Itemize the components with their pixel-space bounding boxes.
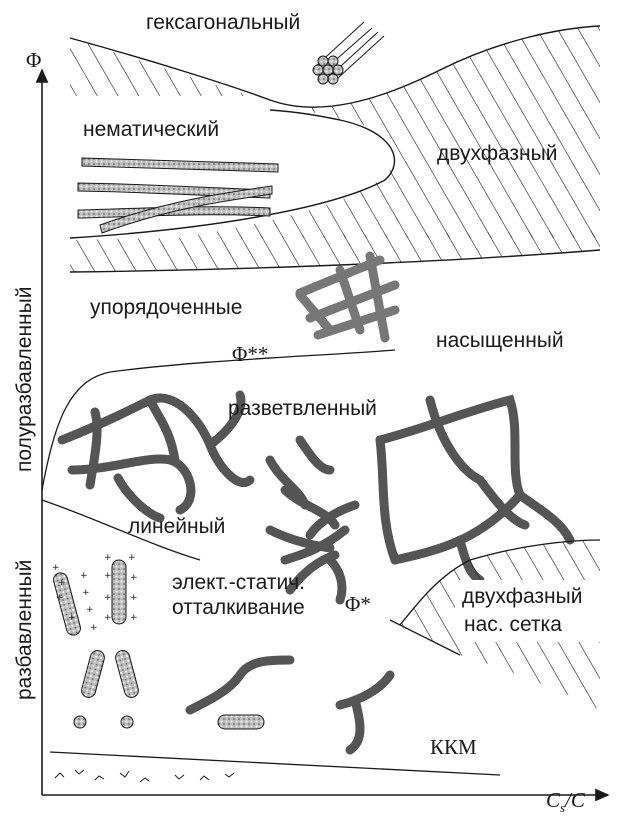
linear-label: линейный	[128, 516, 225, 537]
monomers-icon	[55, 770, 234, 782]
hexagonal-bundle-icon	[313, 22, 384, 84]
svg-text:+: +	[80, 571, 88, 581]
branched-label: разветвленный	[228, 398, 377, 419]
svg-text:+: +	[104, 593, 112, 603]
nematic-rods-icon	[78, 158, 278, 233]
svg-text:+: +	[68, 613, 76, 623]
svg-text:+: +	[104, 613, 112, 623]
hex-boundary-hatch	[70, 38, 250, 96]
x-axis-label-c: C	[546, 788, 560, 812]
y-region-lower-label: разбавленный	[14, 560, 35, 700]
svg-text:+: +	[90, 623, 98, 633]
saturated-label: насыщенный	[436, 330, 564, 351]
y-axis-label: Φ	[26, 50, 41, 71]
svg-text:+: +	[58, 578, 66, 588]
svg-text:+: +	[130, 593, 138, 603]
x-axis-label: Cs/C	[546, 790, 585, 814]
phi-star-label: Φ*	[345, 594, 371, 615]
svg-text:+: +	[52, 563, 60, 573]
worm-micelles-icon	[190, 660, 390, 750]
ordered-label: упорядоченные	[90, 297, 242, 318]
two-phase-top-label: двухфазный	[437, 143, 557, 164]
electrostatic-label-line2: отталкивание	[172, 597, 305, 618]
cmc-label: ККМ	[430, 737, 477, 758]
x-axis-label-tail: /C	[565, 788, 585, 812]
electrostatic-label-line1: элект.-статич.	[172, 572, 305, 593]
svg-text:+: +	[56, 593, 64, 603]
two-phase-bottom-label-line1: двухфазный	[462, 586, 582, 607]
svg-text:+: +	[128, 553, 136, 563]
two-phase-top-hatch	[180, 26, 600, 238]
svg-text:+: +	[130, 613, 138, 623]
svg-text:+: +	[104, 553, 112, 563]
nematic-label: нематический	[83, 119, 219, 140]
y-region-upper-label: полуразбавленный	[14, 287, 35, 472]
svg-text:+: +	[104, 571, 112, 581]
two-phase-bottom-label-line2: нас. сетка	[464, 614, 562, 635]
ordered-network-icon	[300, 256, 395, 338]
branched-micelles-icon	[62, 395, 250, 518]
svg-text:+: +	[82, 588, 90, 598]
svg-text:+: +	[86, 605, 94, 615]
hexagonal-label: гексагональный	[146, 12, 300, 33]
svg-text:+: +	[130, 573, 138, 583]
phi-double-star-label: Φ**	[232, 344, 268, 365]
